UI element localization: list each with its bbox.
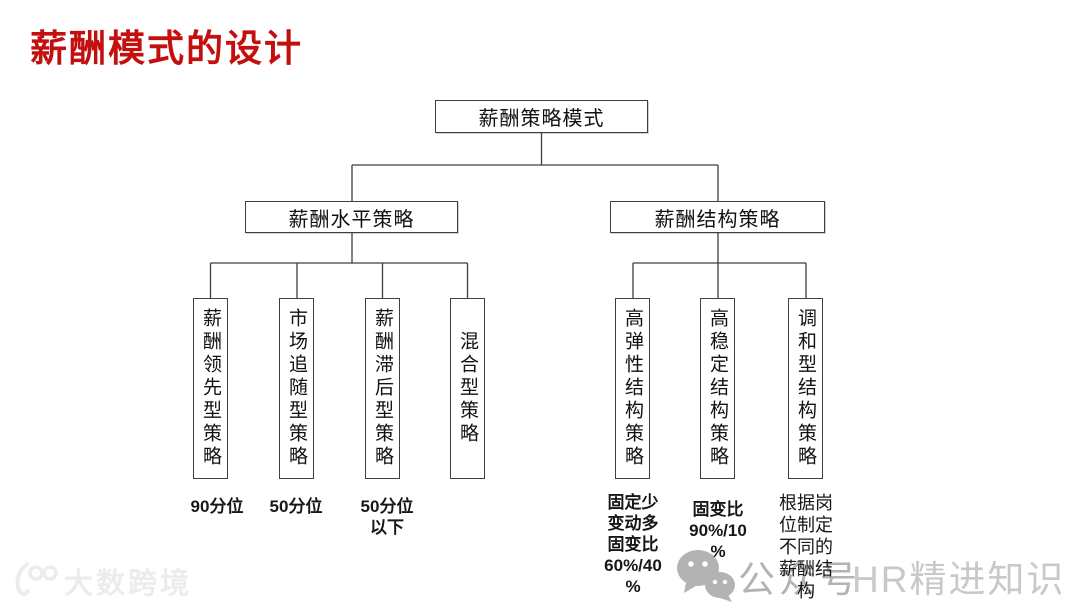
node-label: 市场追随型策略 — [286, 308, 307, 469]
account-watermark-text: HR精进知识库 — [852, 559, 1066, 600]
node-salary-level-strategy: 薪酬水平策略 — [245, 201, 458, 233]
note-90th-percentile: 90分位 — [190, 497, 244, 516]
node-label: 高稳定结构策略 — [707, 308, 728, 469]
node-salary-structure-strategy: 薪酬结构策略 — [610, 201, 825, 233]
node-root-label: 薪酬策略模式 — [478, 108, 605, 130]
brand-logo-icon — [15, 562, 58, 596]
note-below-50th-percentile: 50分位 以下 — [360, 497, 414, 537]
node-root: 薪酬策略模式 — [435, 100, 648, 133]
node-label: 调和型结构策略 — [795, 308, 816, 469]
node-mixed-strategy: 混合型策略 — [450, 298, 485, 479]
page-title: 薪酬模式的设计 — [30, 28, 303, 69]
node-harmonized-structure: 调和型结构策略 — [788, 298, 823, 479]
node-label: 薪酬领先型策略 — [200, 308, 221, 469]
node-label: 薪酬滞后型策略 — [372, 308, 393, 469]
node-high-elasticity-structure: 高弹性结构策略 — [615, 298, 650, 479]
node-label: 高弹性结构策略 — [622, 308, 643, 469]
brand-watermark: 大数跨境 — [12, 560, 192, 602]
note-50th-percentile: 50分位 — [269, 497, 323, 516]
node-high-stability-structure: 高稳定结构策略 — [700, 298, 735, 479]
wechat-icon — [677, 550, 735, 602]
node-label: 薪酬结构策略 — [654, 208, 781, 231]
note-fixed-variable-60-40: 固定少 变动多 固变比 60%/40 % — [604, 493, 662, 596]
note-per-position-structure: 根据岗 位制定 不同的 薪酬结 构 — [779, 493, 833, 601]
node-salary-leading: 薪酬领先型策略 — [193, 298, 228, 479]
node-salary-lagging: 薪酬滞后型策略 — [365, 298, 400, 479]
node-market-following: 市场追随型策略 — [279, 298, 314, 479]
node-label: 混合型策略 — [457, 331, 478, 446]
brand-watermark-text: 大数跨境 — [64, 568, 193, 600]
note-fixed-variable-90-10: 固变比 90%/10 % — [689, 500, 747, 561]
wechat-watermark-label: 公众号 — [738, 559, 861, 600]
node-label: 薪酬水平策略 — [288, 208, 415, 231]
